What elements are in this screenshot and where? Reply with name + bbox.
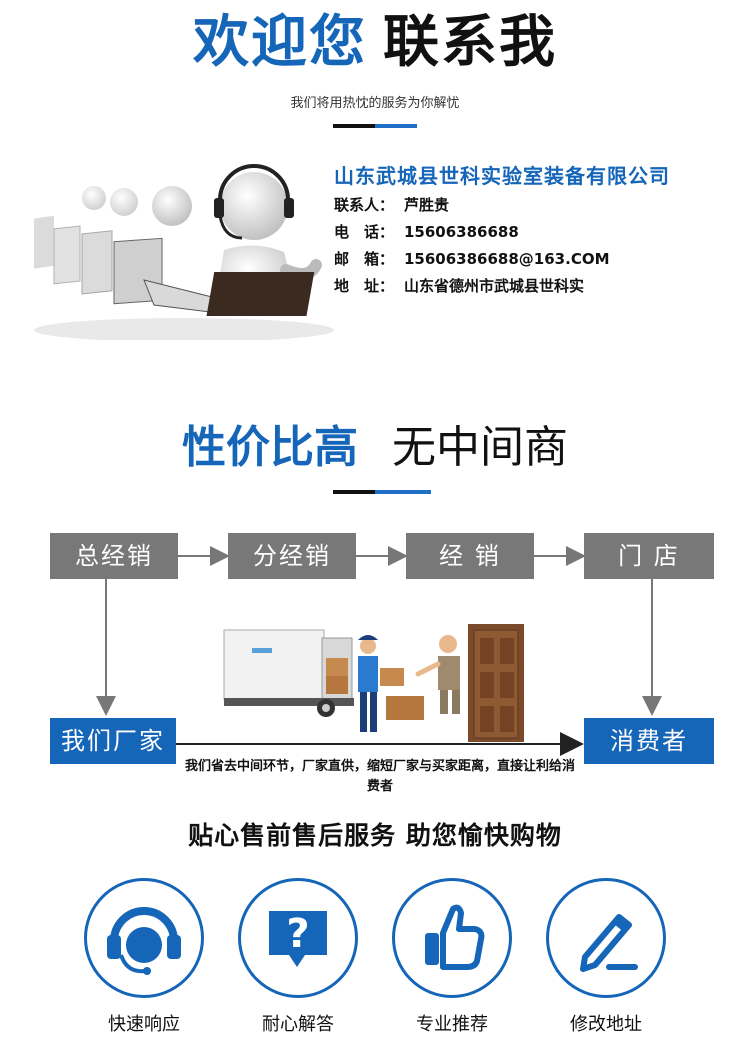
welcome-title-dark: 联系我 — [383, 10, 557, 75]
service-fast-response[interactable] — [84, 878, 204, 998]
contact-person-value: 芦胜贵 — [404, 196, 450, 214]
title-underline-dark — [333, 124, 375, 128]
service-title: 贴心售前售后服务 助您愉快购物 — [188, 821, 562, 850]
address-value: 山东省德州市武城县世科实 — [404, 277, 585, 295]
email-label: 邮 箱： — [334, 250, 395, 268]
welcome-subtitle: 我们将用热忱的服务为你解忧 — [290, 96, 460, 111]
phone-label: 电 话： — [334, 223, 395, 241]
flow-step-store: 门 店 — [584, 533, 714, 579]
service-patient-answer[interactable]: ? — [238, 878, 358, 998]
service-label-fast-response: 快速响应 — [108, 1014, 180, 1035]
contact-person-row: 联系人： 芦胜贵 — [334, 194, 449, 215]
flow-step-sub-distributor: 分经销 — [228, 533, 356, 579]
edit-pen-icon — [580, 914, 638, 972]
value-title: 性价比高无中间商 — [0, 418, 750, 478]
value-title-dark: 无中间商 — [392, 422, 568, 473]
title-underline-blue — [375, 124, 417, 128]
value-title-blue: 性价比高 — [182, 422, 358, 473]
flow-consumer-box: 消费者 — [584, 718, 714, 764]
value-underline-dark — [333, 490, 375, 494]
flow-note: 我们省去中间环节，厂家直供，缩短厂家与买家距离，直接让利给消费者 — [184, 759, 575, 794]
welcome-title-blue: 欢迎您 — [193, 10, 367, 75]
question-bubble-icon: ? — [269, 911, 327, 967]
service-modify-address[interactable] — [546, 878, 666, 998]
address-label: 地 址： — [334, 277, 395, 295]
service-label-patient-answer: 耐心解答 — [262, 1014, 334, 1035]
value-underline-blue — [375, 490, 431, 494]
welcome-title: 欢迎您联系我 — [0, 6, 750, 80]
email-value[interactable]: 15606386688@163.COM — [404, 250, 610, 268]
service-professional-recommend[interactable] — [392, 878, 512, 998]
company-name: 山东武城县世科实验室装备有限公司 — [334, 164, 670, 188]
thumbs-up-icon — [425, 904, 485, 970]
email-row: 邮 箱： 15606386688@163.COM — [334, 248, 610, 269]
headset-icon — [107, 907, 181, 975]
service-label-modify-address: 修改地址 — [570, 1014, 642, 1035]
customer-service-illustration — [34, 164, 334, 340]
flow-step-general-distributor: 总经销 — [50, 533, 178, 579]
delivery-illustration — [223, 624, 524, 742]
flow-arrows — [96, 546, 662, 756]
phone-row: 电 话： 15606386688 — [334, 221, 519, 242]
svg-text:?: ? — [286, 911, 309, 957]
address-row: 地 址： 山东省德州市武城县世科实 — [334, 275, 584, 296]
contact-person-label: 联系人： — [334, 196, 395, 214]
phone-value[interactable]: 15606386688 — [404, 223, 519, 241]
flow-step-distributor: 经 销 — [406, 533, 534, 579]
flow-factory-box: 我们厂家 — [50, 718, 176, 764]
service-label-professional-recommend: 专业推荐 — [416, 1014, 488, 1035]
